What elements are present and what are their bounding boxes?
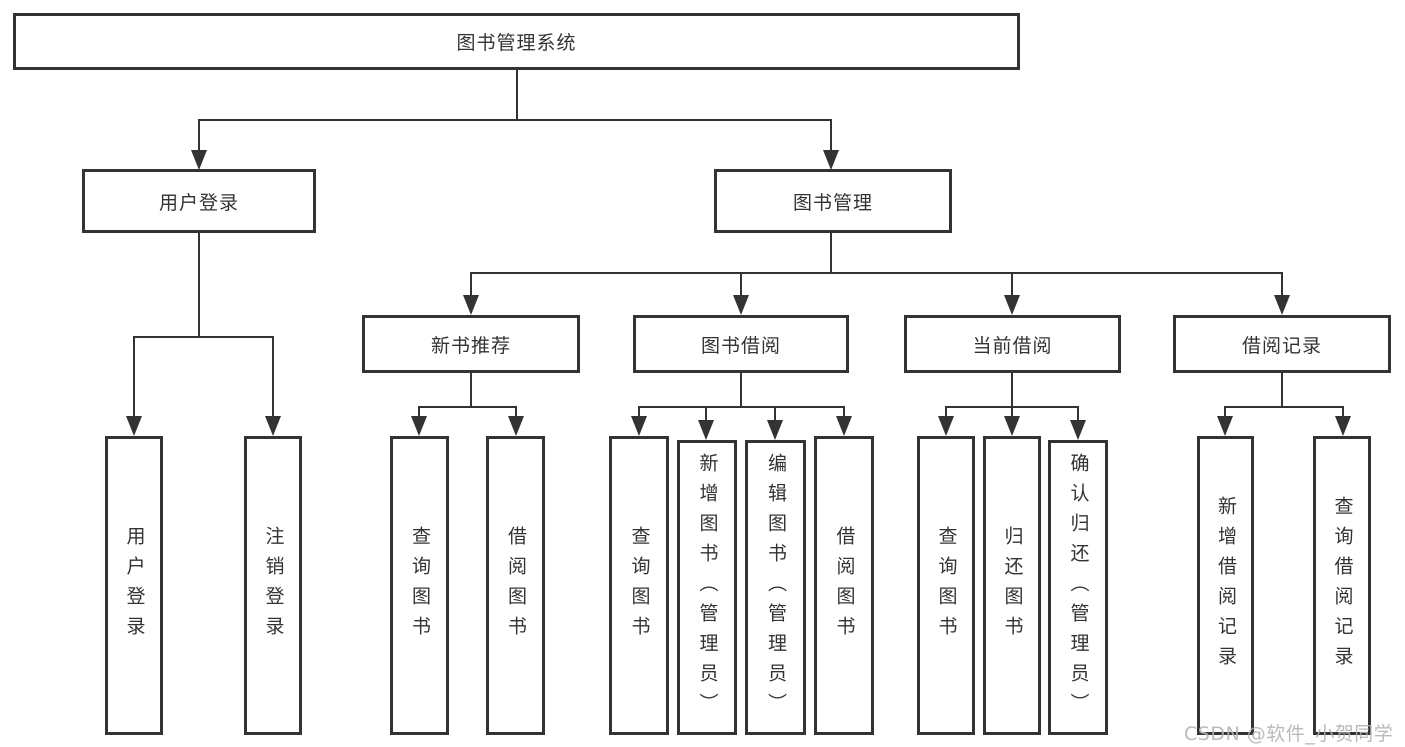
node-book-borrow: 图书借阅 [633, 315, 849, 373]
leaf-label: 注销登录 [262, 525, 285, 646]
arrow-down-icon [1004, 406, 1020, 436]
leaf-newbook-borrow-books: 借阅图书 [486, 436, 545, 735]
csdn-watermark: CSDN @软件_小贺同学 [1184, 723, 1394, 745]
leaf-newbook-query-books: 查询图书 [390, 436, 449, 735]
node-borrow-records: 借阅记录 [1173, 315, 1391, 373]
leaf-label: 新增图书（管理员） [696, 452, 719, 723]
leaf-label: 查询借阅记录 [1331, 495, 1354, 676]
arrow-down-icon [631, 406, 647, 436]
leaf-current-confirm-return-admin: 确认归还（管理员） [1048, 440, 1108, 735]
arrow-down-icon [1070, 406, 1086, 440]
connector-line [830, 233, 832, 272]
leaf-user-login: 用户登录 [105, 436, 163, 735]
node-new-book-recommend: 新书推荐 [362, 315, 580, 373]
leaf-label: 用户登录 [123, 525, 146, 646]
connector-line [1224, 406, 1343, 408]
arrow-down-icon [1274, 272, 1290, 315]
arrow-down-icon [733, 272, 749, 315]
connector-line [198, 233, 200, 336]
leaf-label: 编辑图书（管理员） [765, 452, 787, 723]
node-current-borrow: 当前借阅 [904, 315, 1121, 373]
leaf-borrow-edit-books-admin: 编辑图书（管理员） [745, 440, 806, 735]
connector-line [470, 373, 472, 406]
arrow-down-icon [265, 336, 281, 436]
node-root-library-system: 图书管理系统 [13, 13, 1020, 70]
node-label: 图书借阅 [700, 334, 781, 357]
connector-line [638, 406, 845, 408]
arrow-down-icon [191, 119, 207, 170]
arrow-down-icon [1004, 272, 1020, 315]
leaf-label: 借阅图书 [505, 525, 527, 646]
arrow-down-icon [1217, 406, 1233, 436]
leaf-logout: 注销登录 [244, 436, 302, 735]
leaf-current-return-books: 归还图书 [983, 436, 1041, 735]
connector-line [470, 272, 1283, 274]
leaf-label: 归还图书 [1001, 525, 1024, 646]
arrow-down-icon [698, 406, 714, 440]
node-label: 图书管理系统 [456, 32, 577, 54]
connector-line [1281, 373, 1283, 406]
leaf-records-add-record: 新增借阅记录 [1197, 436, 1254, 735]
node-label: 新书推荐 [430, 334, 511, 357]
arrow-down-icon [1335, 406, 1351, 436]
node-book-management: 图书管理 [714, 169, 952, 233]
leaf-label: 新增借阅记录 [1215, 495, 1237, 676]
connector-line [1011, 373, 1013, 406]
arrow-down-icon [463, 272, 479, 315]
node-label: 当前借阅 [972, 334, 1053, 357]
connector-line [198, 119, 832, 121]
arrow-down-icon [938, 406, 954, 436]
arrow-down-icon [411, 406, 427, 436]
leaf-borrow-query-books: 查询图书 [609, 436, 669, 735]
connector-line [740, 373, 742, 406]
leaf-label: 借阅图书 [833, 525, 856, 646]
arrow-down-icon [126, 336, 142, 436]
arrow-down-icon [836, 406, 852, 436]
leaf-records-query-record: 查询借阅记录 [1313, 436, 1371, 735]
leaf-borrow-add-books-admin: 新增图书（管理员） [677, 440, 737, 735]
node-label: 用户登录 [158, 191, 239, 214]
leaf-current-query-books: 查询图书 [917, 436, 975, 735]
leaf-borrow-borrow-books: 借阅图书 [814, 436, 874, 735]
node-label: 借阅记录 [1241, 334, 1322, 357]
leaf-label: 查询图书 [628, 525, 651, 646]
arrow-down-icon [767, 406, 783, 440]
node-label: 图书管理 [792, 191, 873, 214]
connector-line [418, 406, 517, 408]
connector-line [516, 70, 518, 119]
leaf-label: 确认归还（管理员） [1067, 452, 1090, 723]
arrow-down-icon [508, 406, 524, 436]
node-user-login: 用户登录 [82, 169, 316, 233]
connector-line [133, 336, 273, 338]
leaf-label: 查询图书 [409, 525, 431, 646]
leaf-label: 查询图书 [935, 525, 958, 646]
arrow-down-icon [823, 119, 839, 170]
